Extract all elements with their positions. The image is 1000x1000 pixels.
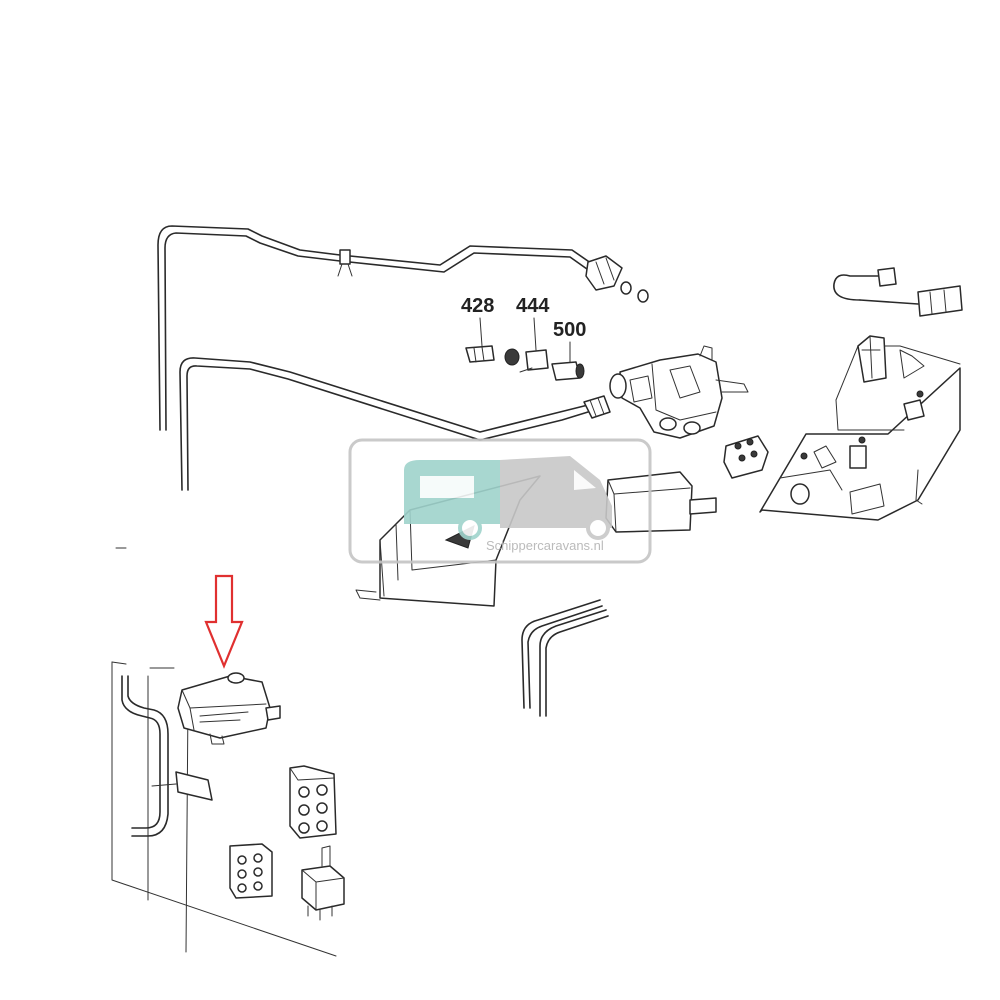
gas-control-valve [609, 345, 749, 439]
camper-icon [500, 456, 612, 540]
socket-block-lower [229, 843, 273, 899]
upper-gas-pipe [157, 225, 649, 431]
lower-pipe-fitting [583, 395, 611, 419]
gas-tubes-pair [521, 599, 609, 717]
part-444-connector [504, 348, 549, 373]
olive-rings [620, 281, 649, 303]
watermark-text: Schippercaravans.nl [486, 538, 604, 553]
heating-element [605, 471, 717, 533]
watermark-frame [348, 438, 652, 564]
pipe-nut [585, 255, 623, 291]
part-label-428: 428 [461, 295, 494, 317]
part-444-group: 444 [504, 295, 550, 373]
mounting-bracket [151, 771, 213, 801]
socket-block-upper [289, 765, 337, 839]
down-arrow-icon [204, 574, 244, 669]
lower-gas-pipe [179, 357, 611, 491]
sensor-cable [833, 267, 963, 317]
part-428-thermocouple-nut [465, 345, 495, 363]
part-428-group: 428 [461, 295, 495, 363]
mounting-pipe [121, 675, 169, 837]
part-label-500: 500 [553, 319, 586, 341]
relay [301, 845, 345, 921]
gas-detector-module [177, 672, 281, 745]
wall-panel [111, 547, 337, 957]
part-label-444: 444 [516, 295, 550, 317]
watermark: Schippercaravans.nl [348, 438, 652, 564]
terminal-block [723, 435, 769, 479]
pipe-clip [337, 249, 353, 277]
control-pcb [759, 335, 961, 521]
part-500-group: 500 [551, 319, 586, 381]
part-500-valve-insert [551, 361, 585, 381]
